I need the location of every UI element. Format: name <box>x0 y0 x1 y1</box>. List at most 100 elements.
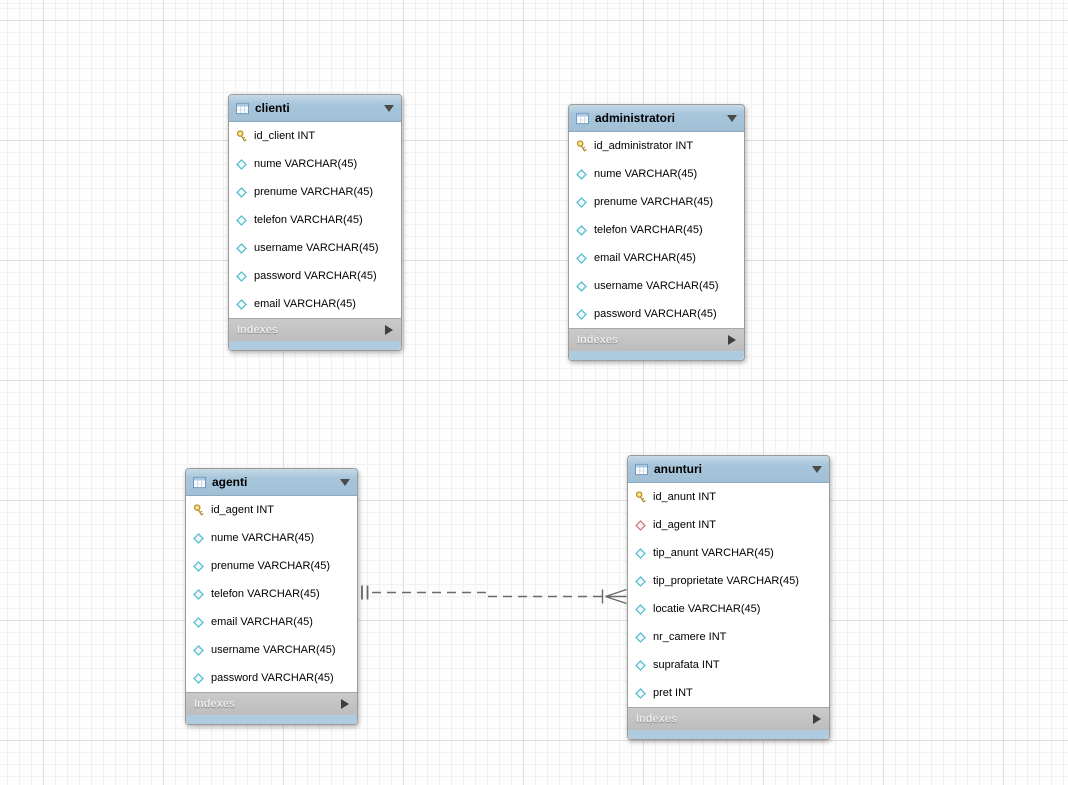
column-row[interactable]: suprafata INT <box>628 651 829 679</box>
relationship-line-agenti-anunturi[interactable] <box>372 591 605 598</box>
column-label: pret INT <box>653 687 693 699</box>
column-row[interactable]: nume VARCHAR(45) <box>569 160 744 188</box>
column-row[interactable]: id_agent INT <box>628 511 829 539</box>
column-label: username VARCHAR(45) <box>211 644 336 656</box>
expand-arrow-icon[interactable] <box>341 699 349 709</box>
column-row[interactable]: locatie VARCHAR(45) <box>628 595 829 623</box>
table-icon <box>193 476 206 489</box>
column-row[interactable]: pret INT <box>628 679 829 707</box>
collapse-arrow-icon[interactable] <box>727 114 737 122</box>
collapse-arrow-icon[interactable] <box>340 478 350 486</box>
table-clienti[interactable]: clienti id_client INT nume VARCHAR(45) pren… <box>228 94 402 351</box>
cardinality-one-marker <box>361 585 369 600</box>
table-name: clienti <box>255 101 290 115</box>
column-label: nume VARCHAR(45) <box>211 532 315 544</box>
column-row[interactable]: password VARCHAR(45) <box>186 664 357 692</box>
expand-arrow-icon[interactable] <box>813 714 821 724</box>
column-row[interactable]: username VARCHAR(45) <box>186 636 357 664</box>
attribute-icon <box>575 308 588 321</box>
attribute-icon <box>634 687 647 700</box>
column-row[interactable]: username VARCHAR(45) <box>569 272 744 300</box>
column-row[interactable]: prenume VARCHAR(45) <box>186 552 357 580</box>
column-row[interactable]: prenume VARCHAR(45) <box>569 188 744 216</box>
collapse-arrow-icon[interactable] <box>812 465 822 473</box>
column-row[interactable]: id_anunt INT <box>628 483 829 511</box>
expand-arrow-icon[interactable] <box>385 325 393 335</box>
column-label: locatie VARCHAR(45) <box>653 603 761 615</box>
table-name: administratori <box>595 111 676 125</box>
foreign-key-icon <box>634 519 647 532</box>
column-row[interactable]: email VARCHAR(45) <box>229 290 401 318</box>
attribute-icon <box>192 672 205 685</box>
column-label: prenume VARCHAR(45) <box>594 196 714 208</box>
table-anunturi[interactable]: anunturi id_anunt INT id_agent INT tip_anun… <box>627 455 830 740</box>
column-label: username VARCHAR(45) <box>254 242 379 254</box>
column-label: tip_anunt VARCHAR(45) <box>653 547 774 559</box>
column-label: nr_camere INT <box>653 631 727 643</box>
column-row[interactable]: id_administrator INT <box>569 132 744 160</box>
indexes-bar[interactable]: Indexes <box>569 328 744 351</box>
attribute-icon <box>634 631 647 644</box>
attribute-icon <box>634 547 647 560</box>
table-icon <box>236 102 249 115</box>
column-row[interactable]: telefon VARCHAR(45) <box>569 216 744 244</box>
column-row[interactable]: prenume VARCHAR(45) <box>229 178 401 206</box>
collapse-arrow-icon[interactable] <box>384 104 394 112</box>
column-row[interactable]: id_client INT <box>229 122 401 150</box>
column-row[interactable]: nume VARCHAR(45) <box>186 524 357 552</box>
column-row[interactable]: tip_proprietate VARCHAR(45) <box>628 567 829 595</box>
column-row[interactable]: password VARCHAR(45) <box>569 300 744 328</box>
table-bottom-strip <box>229 341 401 350</box>
column-row[interactable]: tip_anunt VARCHAR(45) <box>628 539 829 567</box>
column-label: prenume VARCHAR(45) <box>211 560 331 572</box>
table-header[interactable]: administratori <box>569 105 744 132</box>
indexes-label: Indexes <box>194 698 235 710</box>
indexes-label: Indexes <box>237 324 278 336</box>
attribute-icon <box>192 588 205 601</box>
attribute-icon <box>634 659 647 672</box>
table-header[interactable]: anunturi <box>628 456 829 483</box>
attribute-icon <box>235 270 248 283</box>
column-row[interactable]: nume VARCHAR(45) <box>229 150 401 178</box>
table-agenti[interactable]: agenti id_agent INT nume VARCHAR(45) prenum… <box>185 468 358 725</box>
expand-arrow-icon[interactable] <box>728 335 736 345</box>
column-label: password VARCHAR(45) <box>211 672 334 684</box>
attribute-icon <box>235 186 248 199</box>
column-label: telefon VARCHAR(45) <box>594 224 703 236</box>
column-label: password VARCHAR(45) <box>594 308 717 320</box>
attribute-icon <box>575 168 588 181</box>
table-header[interactable]: agenti <box>186 469 357 496</box>
column-row[interactable]: nr_camere INT <box>628 623 829 651</box>
column-label: email VARCHAR(45) <box>211 616 313 628</box>
column-row[interactable]: password VARCHAR(45) <box>229 262 401 290</box>
indexes-label: Indexes <box>577 334 618 346</box>
column-row[interactable]: email VARCHAR(45) <box>186 608 357 636</box>
attribute-icon <box>235 158 248 171</box>
table-administratori[interactable]: administratori id_administrator INT nume V… <box>568 104 745 361</box>
attribute-icon <box>192 532 205 545</box>
primary-key-icon <box>192 503 205 517</box>
column-row[interactable]: id_agent INT <box>186 496 357 524</box>
table-name: anunturi <box>654 462 702 476</box>
attribute-icon <box>235 214 248 227</box>
column-row[interactable]: username VARCHAR(45) <box>229 234 401 262</box>
attribute-icon <box>192 644 205 657</box>
column-label: nume VARCHAR(45) <box>594 168 698 180</box>
column-label: nume VARCHAR(45) <box>254 158 358 170</box>
indexes-bar[interactable]: Indexes <box>229 318 401 341</box>
column-label: id_agent INT <box>211 504 274 516</box>
attribute-icon <box>192 616 205 629</box>
column-label: username VARCHAR(45) <box>594 280 719 292</box>
attribute-icon <box>192 560 205 573</box>
column-label: id_anunt INT <box>653 491 716 503</box>
primary-key-icon <box>575 139 588 153</box>
column-row[interactable]: email VARCHAR(45) <box>569 244 744 272</box>
column-row[interactable]: telefon VARCHAR(45) <box>186 580 357 608</box>
indexes-bar[interactable]: Indexes <box>186 692 357 715</box>
attribute-icon <box>235 298 248 311</box>
column-row[interactable]: telefon VARCHAR(45) <box>229 206 401 234</box>
indexes-bar[interactable]: Indexes <box>628 707 829 730</box>
table-header[interactable]: clienti <box>229 95 401 122</box>
attribute-icon <box>634 603 647 616</box>
